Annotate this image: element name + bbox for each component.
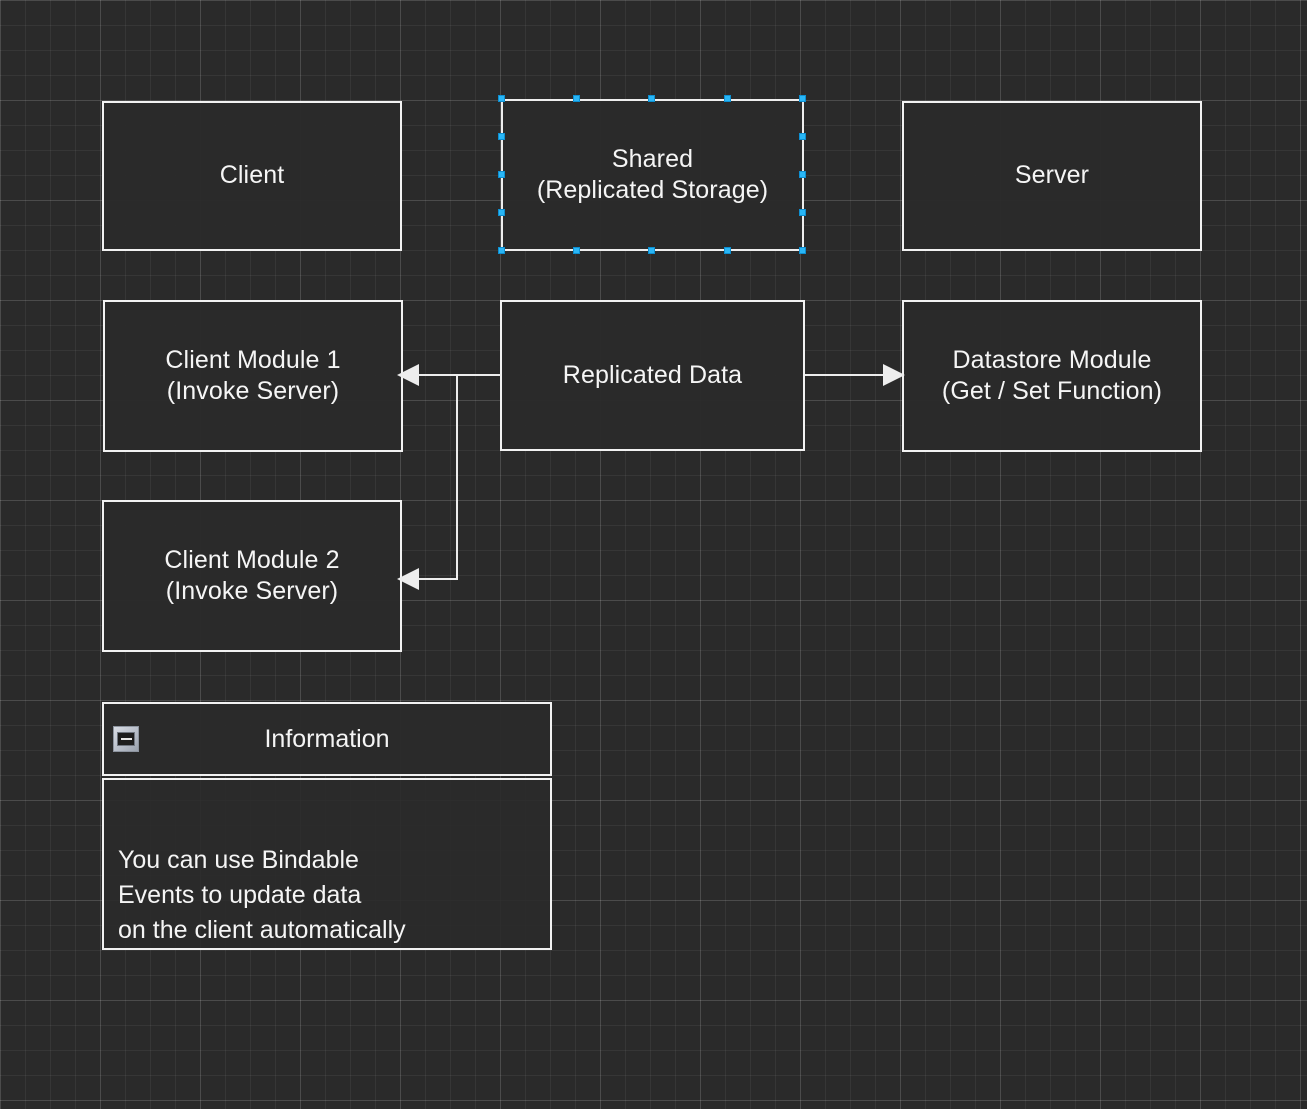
selection-handle-12[interactable] — [573, 247, 580, 254]
node-client-module-2[interactable]: Client Module 2 (Invoke Server) — [102, 500, 402, 652]
node-replicated-data-label: Replicated Data — [562, 360, 743, 389]
selection-handle-15[interactable] — [799, 247, 806, 254]
selection-handle-4[interactable] — [799, 95, 806, 102]
selection-handle-13[interactable] — [648, 247, 655, 254]
selection-handle-11[interactable] — [498, 247, 505, 254]
node-replicated-data[interactable]: Replicated Data — [500, 300, 805, 451]
node-shared-replicated-storage[interactable]: Shared (Replicated Storage) — [501, 99, 804, 251]
minus-glyph — [120, 738, 132, 740]
information-panel-header[interactable]: Information — [102, 702, 552, 776]
node-datastore-module[interactable]: Datastore Module (Get / Set Function) — [902, 300, 1202, 452]
node-server[interactable]: Server — [902, 101, 1202, 251]
selection-handle-1[interactable] — [573, 95, 580, 102]
selection-handle-3[interactable] — [724, 95, 731, 102]
node-client-label: Client — [219, 161, 285, 190]
node-server-label: Server — [1014, 161, 1090, 190]
information-panel-body: You can use Bindable Events to update da… — [102, 778, 552, 950]
minus-icon — [117, 732, 135, 746]
selection-handle-5[interactable] — [498, 133, 505, 140]
information-panel-body-text: You can use Bindable Events to update da… — [118, 846, 406, 944]
node-shared-replicated-storage-label: Shared (Replicated Storage) — [536, 144, 769, 204]
selection-handle-14[interactable] — [724, 247, 731, 254]
connector-replicated-data-to-client-module-2[interactable] — [416, 578, 458, 580]
collapse-toggle-button[interactable] — [113, 726, 139, 752]
selection-handle-0[interactable] — [498, 95, 505, 102]
selection-handle-6[interactable] — [799, 133, 806, 140]
connector-replicated-data-to-datastore-module[interactable] — [805, 374, 885, 376]
arrowhead-client-module-1-icon — [397, 364, 419, 386]
selection-handle-7[interactable] — [498, 171, 505, 178]
node-client[interactable]: Client — [102, 101, 402, 251]
selection-handle-2[interactable] — [648, 95, 655, 102]
connector-replicated-data-branch-vertical[interactable] — [456, 374, 458, 580]
node-client-module-1-label: Client Module 1 (Invoke Server) — [165, 345, 341, 405]
information-panel-title: Information — [264, 724, 390, 753]
node-client-module-1[interactable]: Client Module 1 (Invoke Server) — [103, 300, 403, 452]
node-client-module-2-label: Client Module 2 (Invoke Server) — [164, 545, 340, 605]
selection-handle-10[interactable] — [799, 209, 806, 216]
connector-replicated-data-to-client-module-1[interactable] — [416, 374, 501, 376]
selection-handle-9[interactable] — [498, 209, 505, 216]
selection-handle-8[interactable] — [799, 171, 806, 178]
node-datastore-module-label: Datastore Module (Get / Set Function) — [941, 345, 1163, 405]
arrowhead-client-module-2-icon — [397, 568, 419, 590]
arrowhead-datastore-module-icon — [883, 364, 905, 386]
